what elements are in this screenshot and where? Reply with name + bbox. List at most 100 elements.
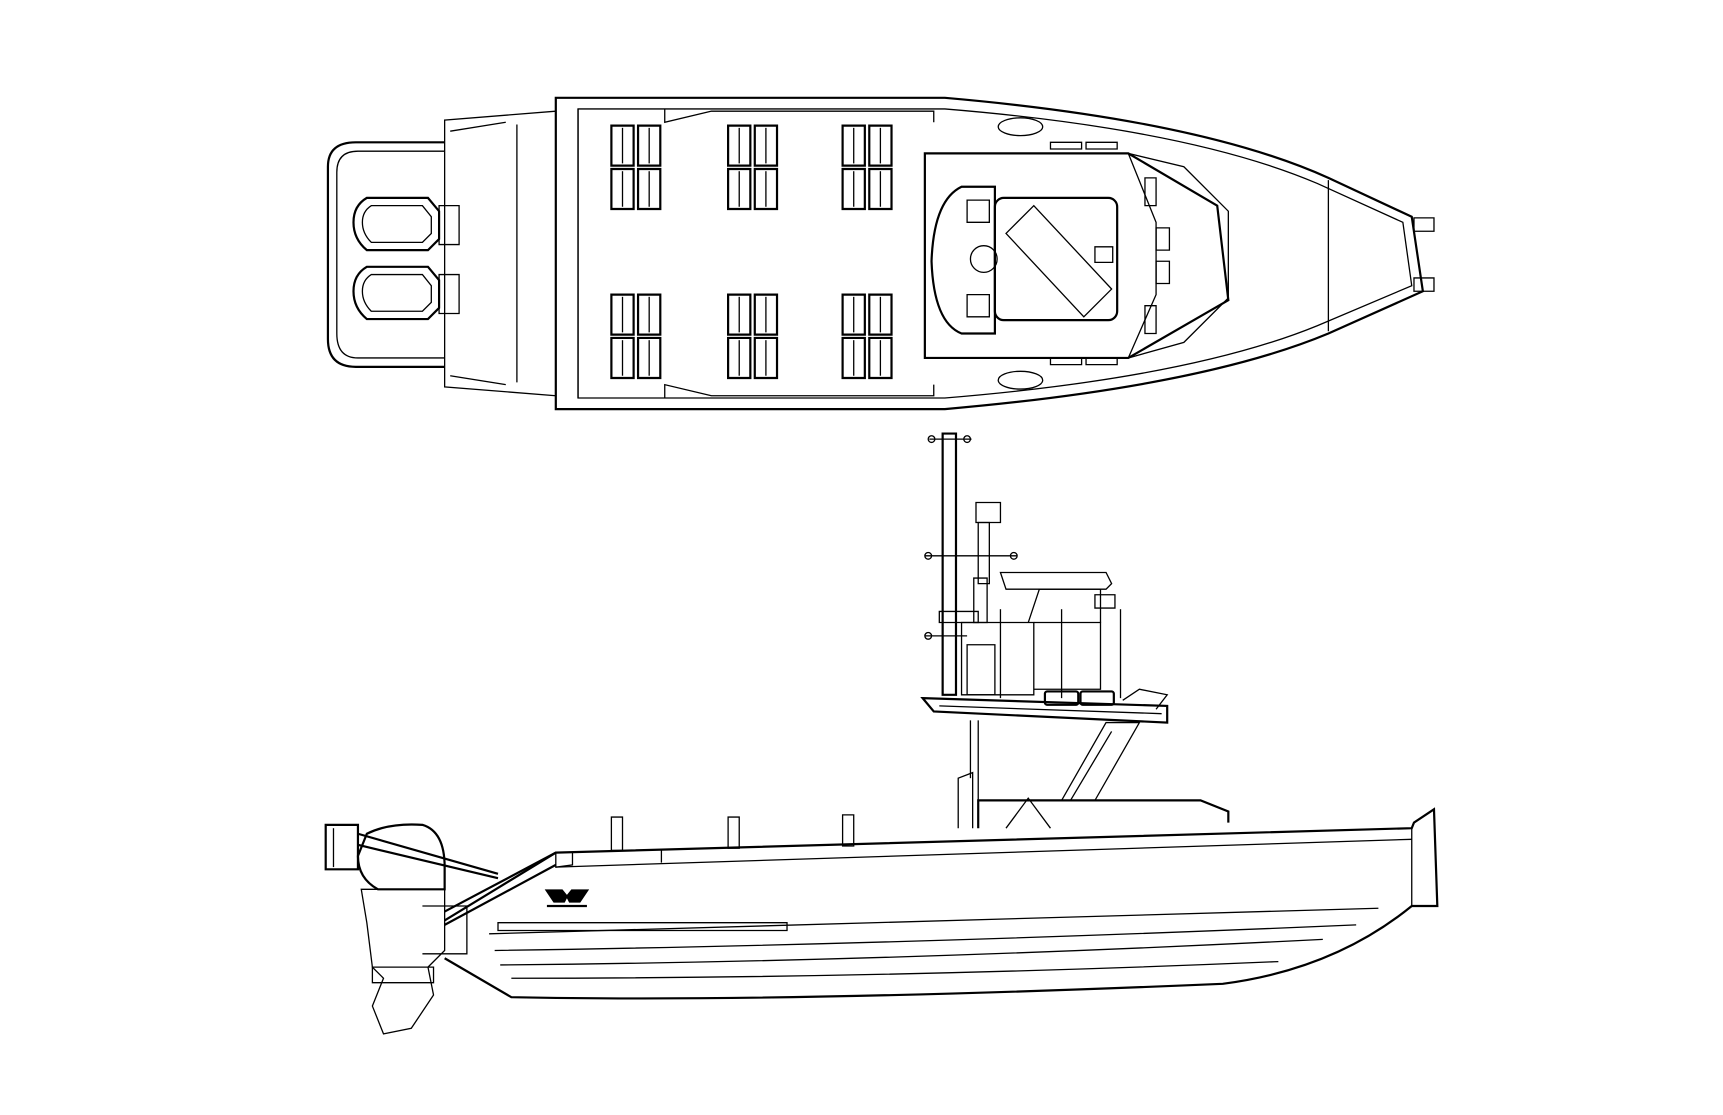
drawing-line	[958, 773, 972, 829]
drawing-line	[1006, 798, 1050, 828]
seat	[755, 295, 777, 335]
drawing-line	[1080, 691, 1113, 704]
drawing-line	[511, 962, 1278, 979]
drawing-line	[556, 852, 573, 868]
hardtop	[923, 573, 1168, 723]
radar-mast	[925, 434, 1017, 695]
drawing-line	[353, 198, 439, 250]
drawing-line	[978, 522, 989, 583]
drawing-line	[489, 908, 1378, 934]
seat	[638, 169, 660, 209]
drawing-line	[326, 825, 358, 869]
drawing-line	[967, 295, 989, 317]
drawing-line	[974, 578, 987, 622]
drawing-line	[928, 436, 935, 443]
rod-holder	[611, 817, 622, 850]
rub-rail	[498, 923, 787, 931]
seat	[728, 338, 750, 378]
drawing-line	[939, 706, 1161, 714]
drawing-line	[925, 633, 932, 640]
drawing-line	[1123, 689, 1167, 709]
drawing-line	[1006, 206, 1112, 317]
bow-cleat	[1414, 278, 1434, 291]
seat	[843, 169, 865, 209]
side-view	[326, 434, 1438, 1034]
stern-deck	[445, 111, 556, 396]
seat	[869, 126, 891, 166]
drawing-line	[353, 267, 439, 319]
seat	[611, 169, 633, 209]
outboard-engine-side	[326, 824, 556, 1033]
drawing-line	[1086, 142, 1117, 149]
drawing-line	[450, 122, 506, 131]
drawing-line	[1028, 589, 1100, 622]
hull-outline-top	[556, 98, 1423, 409]
seat-group	[611, 126, 891, 378]
outboard-engine-top	[353, 267, 459, 319]
drawing-line	[362, 206, 431, 243]
seat	[728, 126, 750, 166]
drawing-line	[1128, 153, 1156, 358]
drawing-line	[372, 967, 433, 983]
drawing-line	[439, 206, 459, 245]
center-console-top	[925, 153, 1228, 358]
seat	[869, 338, 891, 378]
drawing-line	[962, 623, 1034, 695]
drawing-line	[556, 839, 1412, 867]
hull-inner-line-top	[578, 109, 1412, 398]
drawing-line	[967, 645, 995, 695]
drawing-line	[544, 889, 590, 903]
drawing-line	[1000, 573, 1111, 590]
drawing-line	[1095, 247, 1113, 263]
drawing-line	[665, 385, 934, 398]
seat	[728, 169, 750, 209]
seat	[869, 169, 891, 209]
seat	[611, 338, 633, 378]
drawing-line	[665, 109, 934, 122]
drawing-line	[358, 845, 498, 878]
seat	[843, 295, 865, 335]
drawing-line	[943, 434, 956, 695]
rod-holder	[843, 815, 854, 846]
seat	[638, 126, 660, 166]
hull-outline-side	[445, 809, 1438, 998]
seat	[611, 126, 633, 166]
drawing-line	[925, 552, 932, 559]
drawing-line	[546, 904, 587, 908]
seat	[755, 169, 777, 209]
drawing-line	[1128, 153, 1228, 358]
drawing-line	[923, 698, 1168, 722]
seat	[755, 126, 777, 166]
rod-holder	[728, 817, 739, 848]
seat	[728, 295, 750, 335]
brand-logo	[544, 889, 590, 908]
seat	[843, 126, 865, 166]
drawing-line	[450, 376, 506, 385]
drawing-line	[967, 200, 989, 222]
drawing-line	[439, 275, 459, 314]
console-side	[958, 720, 1228, 828]
drawing-line	[337, 151, 445, 358]
drawing-line	[1034, 623, 1101, 690]
drawing-line	[1050, 142, 1081, 149]
drawing-line	[500, 939, 1323, 965]
drawing-line	[976, 502, 1000, 522]
life-ring	[998, 118, 1042, 136]
drawing-line	[445, 853, 556, 912]
drawing-line	[1010, 552, 1017, 559]
drawing-line	[358, 834, 498, 874]
bow-cleat	[1414, 218, 1434, 231]
drawing-line	[1095, 595, 1115, 608]
life-ring	[998, 371, 1042, 389]
drawing-line	[1145, 178, 1156, 206]
drawing-line	[445, 865, 556, 925]
swim-platform-rail	[328, 142, 445, 367]
drawing-line	[495, 925, 1357, 951]
drawing-line	[1145, 306, 1156, 334]
drawing-line	[964, 436, 971, 443]
top-view	[328, 98, 1434, 409]
drawing-line	[1070, 731, 1111, 800]
seat	[611, 295, 633, 335]
drawing-line	[361, 889, 444, 1034]
